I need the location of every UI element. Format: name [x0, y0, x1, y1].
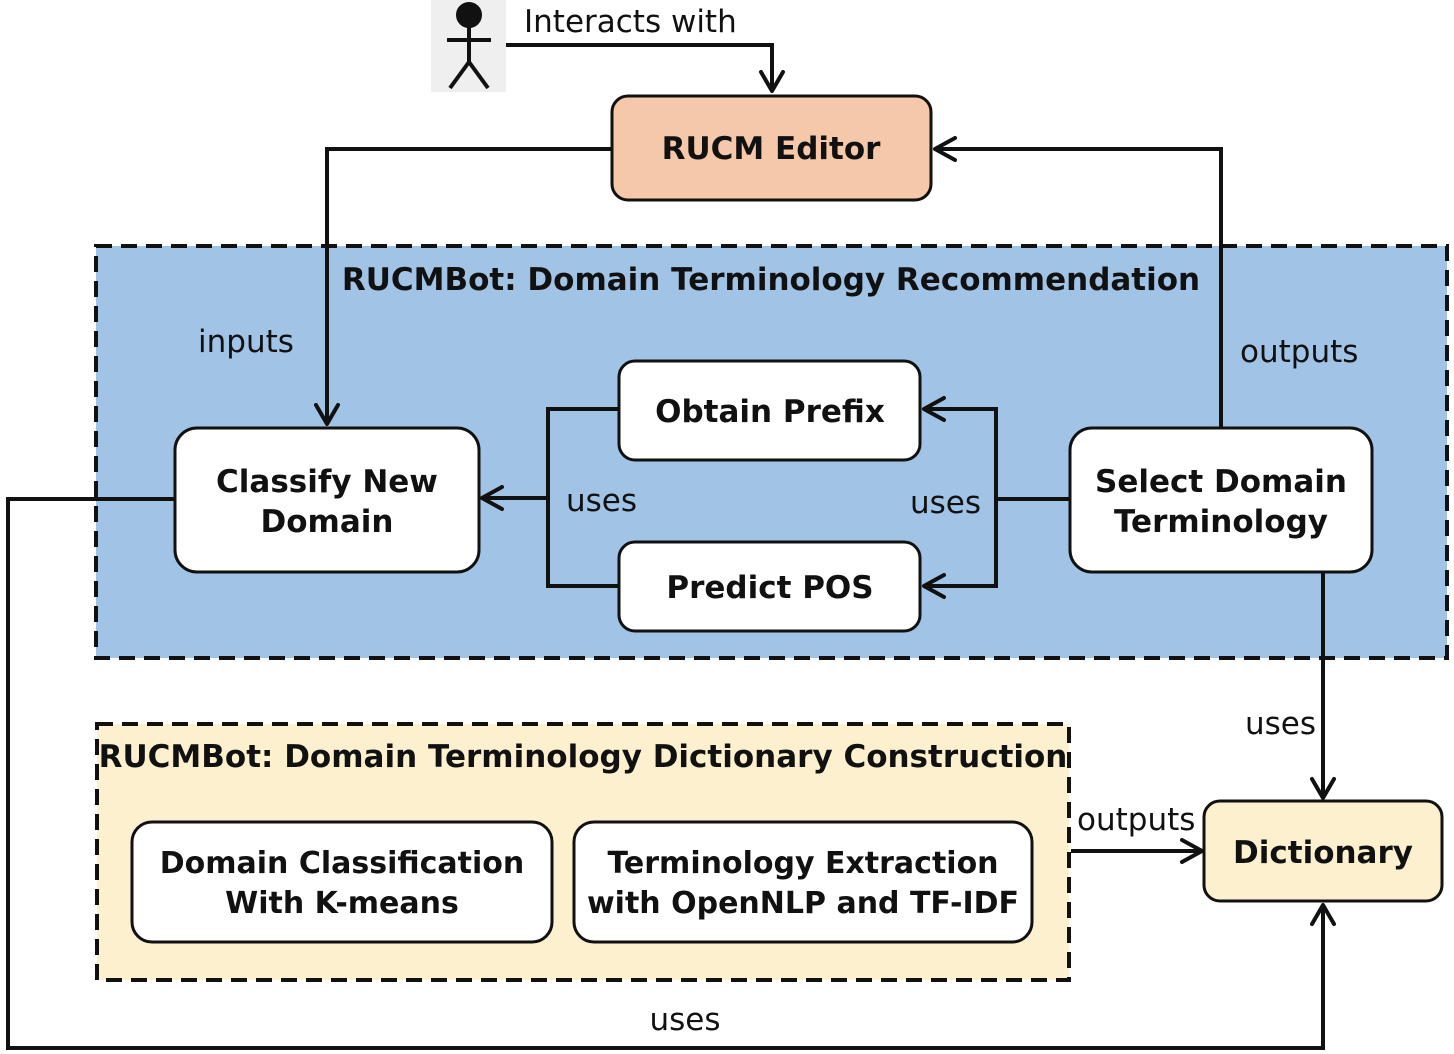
node-classify: Classify New Domain: [173, 426, 481, 574]
arrowhead-dictionary-bottom: [1310, 903, 1336, 926]
arrowhead-prefix-right: [922, 396, 946, 422]
region-recommendation-title: RUCMBot: Domain Terminology Recommendati…: [342, 262, 1200, 298]
node-select-label-line1: Select Domain: [1095, 464, 1347, 500]
node-kmeans-box: [130, 820, 554, 944]
edge-label-uses-right: uses: [910, 485, 981, 521]
region-construction-title: RUCMBot: Domain Terminology Dictionary C…: [99, 739, 1068, 775]
edge-outputs-editor: [936, 147, 1223, 428]
node-classify-box: [173, 426, 481, 574]
node-extraction-box: [572, 820, 1034, 944]
edge-uses-right-branch: [925, 407, 998, 588]
stick-figure-user-icon: [447, 2, 491, 90]
arrowhead-dictionary-top: [1310, 777, 1336, 800]
node-select: Select Domain Terminology: [1068, 426, 1374, 574]
node-kmeans-label-line1: Domain Classification: [160, 846, 525, 881]
node-classify-label-line1: Classify New: [216, 464, 438, 500]
edge-label-outputs-dictionary: outputs: [1077, 802, 1195, 838]
arrowhead-editor-right: [933, 136, 957, 162]
edge-inputs: [325, 147, 612, 423]
node-editor-label: RUCM Editor: [662, 131, 882, 167]
node-prefix-label: Obtain Prefix: [655, 394, 885, 430]
arrowhead-classify-right: [480, 485, 504, 511]
node-extraction-label-line1: Terminology Extraction: [607, 846, 998, 881]
node-prefix-box: [617, 359, 922, 462]
edge-interacts: [506, 43, 774, 90]
arrowhead-editor-top: [759, 70, 785, 93]
node-dictionary-label: Dictionary: [1233, 835, 1413, 871]
node-kmeans: Domain Classification With K-means: [130, 820, 554, 944]
edge-label-inputs: inputs: [198, 324, 294, 360]
node-editor-box: [610, 94, 933, 202]
node-extraction: Terminology Extraction with OpenNLP and …: [572, 820, 1034, 944]
edges: Interacts with inputs outputs uses uses …: [6, 4, 1358, 1050]
node-kmeans-label-line2: With K-means: [225, 886, 459, 921]
edge-label-uses-dictionary: uses: [1245, 706, 1316, 742]
edge-label-uses-left: uses: [566, 483, 637, 519]
node-select-box: [1068, 426, 1374, 574]
node-dictionary-box: [1202, 799, 1444, 903]
edge-label-interacts: Interacts with: [524, 4, 737, 40]
node-classify-label-line2: Domain: [261, 504, 394, 540]
node-editor: RUCM Editor: [610, 94, 933, 202]
arrowhead-pos-right: [922, 573, 946, 599]
node-prefix: Obtain Prefix: [617, 359, 922, 462]
edge-label-outputs-editor: outputs: [1240, 334, 1358, 370]
node-pos-label: Predict POS: [666, 570, 873, 606]
edge-label-uses-bottom: uses: [649, 1002, 720, 1038]
node-select-label-line2: Terminology: [1114, 504, 1328, 540]
edge-uses-bottom: [6, 497, 1325, 1050]
arrowhead-classify-top: [314, 403, 340, 426]
actor: [431, 0, 506, 92]
node-pos: Predict POS: [617, 540, 922, 633]
arrowhead-dictionary-left: [1180, 838, 1204, 864]
node-extraction-label-line2: with OpenNLP and TF-IDF: [587, 886, 1019, 921]
node-dictionary: Dictionary: [1202, 799, 1444, 903]
node-pos-box: [617, 540, 922, 633]
